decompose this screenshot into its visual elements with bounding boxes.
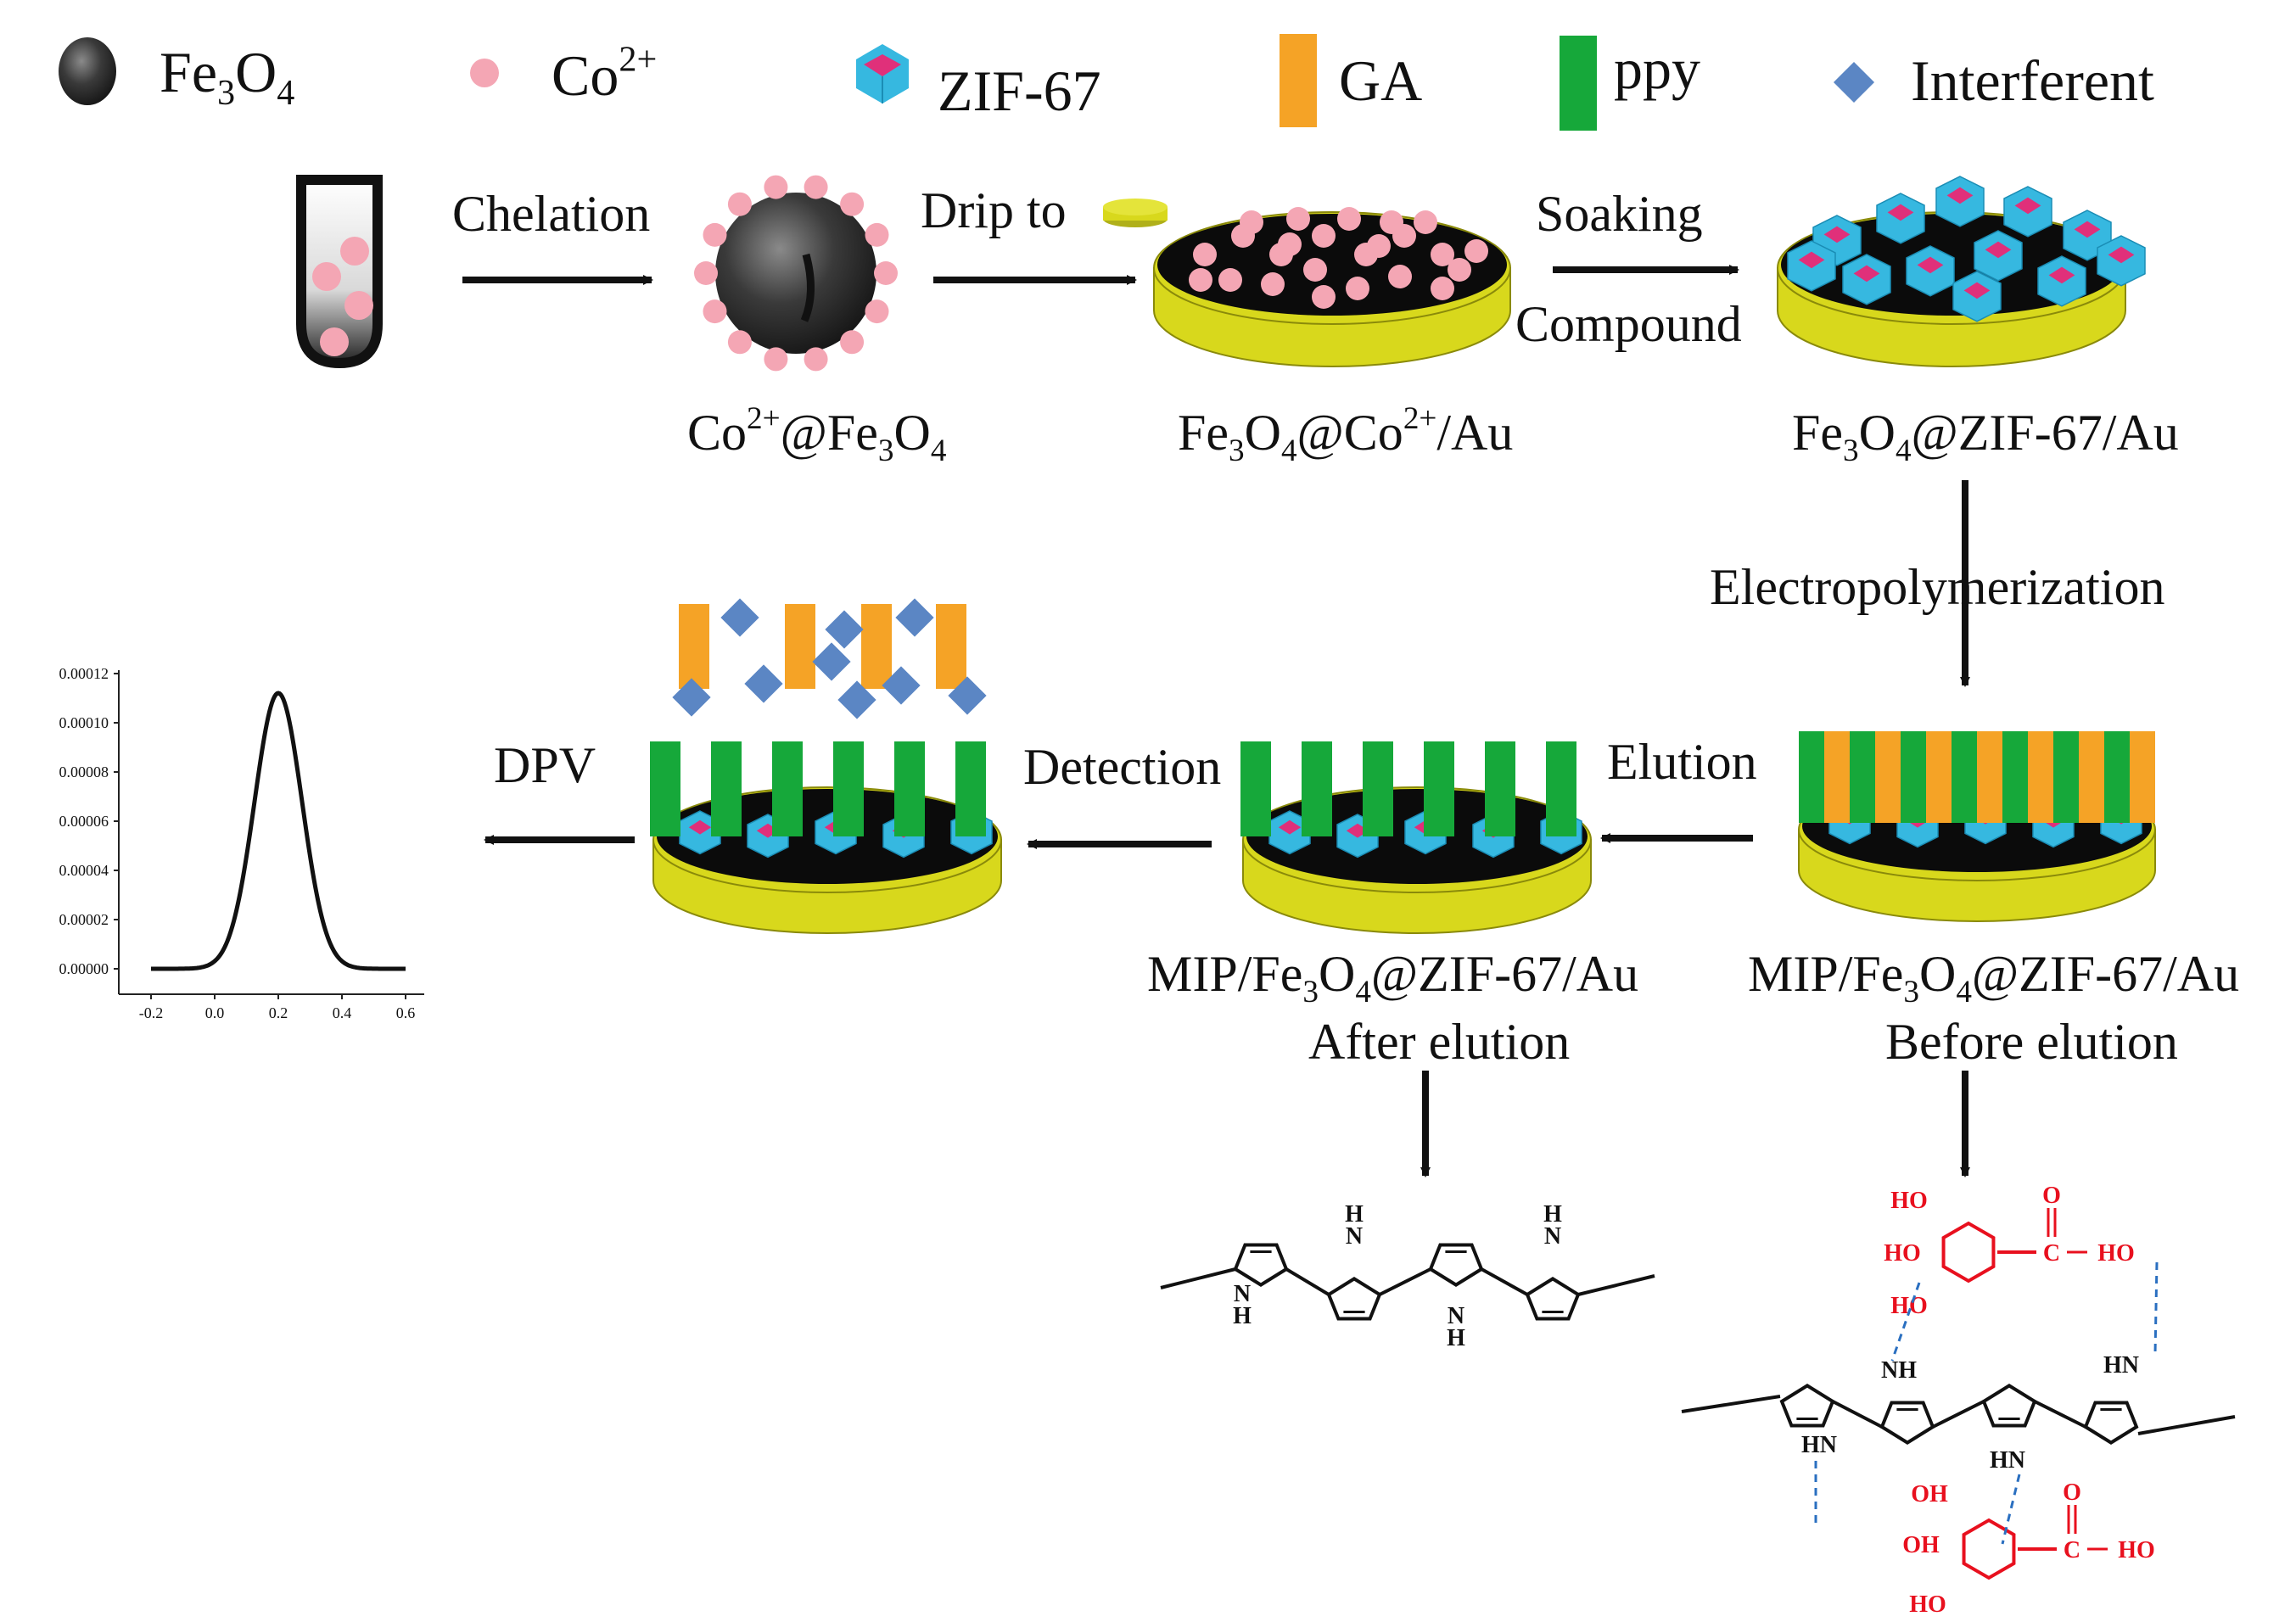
dpv-x-tick-label: 0.2	[269, 1004, 288, 1021]
ga-legend-icon	[1280, 34, 1317, 127]
dpv-y-tick-label: 0.00008	[59, 763, 109, 780]
interferent-legend-icon	[1833, 61, 1875, 103]
zif67-legend-icon	[856, 44, 909, 103]
before-elution-label: Before elution	[1885, 1014, 2178, 1070]
legend: Fe3​O4​ Co2+​ ZIF-67 GA ppy Interferent	[59, 34, 2154, 131]
nitrogen-label: N	[1448, 1303, 1464, 1329]
mip-before-label: MIP/Fe3​O4​@ZIF-67/Au	[1748, 946, 2239, 1010]
carbonyl-oxygen-label: O	[2063, 1479, 2081, 1506]
dpv-peak-curve	[151, 691, 406, 971]
hydroxyl-label: OH	[1911, 1481, 1948, 1507]
electrode-fe3o4-co	[1153, 211, 1511, 367]
mip-after-label: MIP/Fe3​O4​@ZIF-67/Au	[1147, 946, 1638, 1010]
pyrrole-nh-label: HN	[1990, 1447, 2025, 1474]
drip-to-label: Drip to	[921, 182, 1067, 238]
co-ion-legend-icon	[470, 59, 499, 87]
ppy-legend-icon	[1560, 36, 1597, 131]
small-electrode-icon	[1103, 199, 1168, 227]
pyrrole-nh-label: NH	[1881, 1357, 1917, 1384]
chelation-label: Chelation	[452, 186, 650, 242]
polymer-ga-layer-before	[1799, 731, 2155, 823]
pyrrole-nh-label: HN	[1801, 1432, 1837, 1458]
hydroxyl-label: HO	[1890, 1188, 1928, 1214]
dpv-y-tick-label: 0.00010	[59, 714, 109, 731]
dpv-x-tick-label: 0.4	[333, 1004, 352, 1021]
imprinted-polymer-detection	[650, 741, 986, 836]
fe3o4-zif-au-label: Fe3​O4​@ZIF-67/Au	[1792, 405, 2179, 468]
electrode-detection	[652, 786, 1002, 934]
compound-label: Compound	[1515, 296, 1742, 352]
carbonyl-carbon-label: C	[2043, 1240, 2060, 1267]
dpv-y-tick-label: 0.00012	[59, 665, 109, 682]
fe3o4-legend-icon	[59, 37, 116, 105]
dpv-x-tick-label: 0.6	[396, 1004, 416, 1021]
co-fe3o4-particle	[694, 175, 898, 372]
electropolymerization-label: Electropolymerization	[1710, 559, 2164, 615]
nitrogen-hydrogen-label: H	[1233, 1303, 1252, 1329]
dpv-x-tick-label: 0.0	[205, 1004, 225, 1021]
hydroxyl-label: OH	[1902, 1532, 1940, 1558]
carboxyl-hydroxyl-label: HO	[2118, 1537, 2155, 1563]
legend-co-label: Co2+​	[552, 39, 657, 108]
legend-interferent-label: Interferent	[1911, 48, 2154, 113]
dpv-label: DPV	[494, 737, 596, 793]
after-elution-label: After elution	[1308, 1014, 1570, 1070]
pyrrole-nh-label: HN	[2103, 1352, 2139, 1379]
nitrogen-label: N	[1544, 1223, 1561, 1250]
elution-label: Elution	[1607, 734, 1757, 790]
dpv-plot: 0.00000 0.00002 0.00004 0.00006 0.00008 0.000…	[59, 665, 424, 1021]
imprinted-polymer-after	[1240, 741, 1576, 836]
nitrogen-label: N	[1234, 1281, 1251, 1307]
soaking-label: Soaking	[1536, 186, 1703, 242]
legend-ga-label: GA	[1339, 48, 1422, 113]
legend-fe3o4-label: Fe3​O4​	[160, 40, 294, 113]
nitrogen-hydrogen-label: H	[1345, 1201, 1364, 1228]
dpv-y-tick-label: 0.00004	[59, 862, 109, 879]
dpv-y-tick-label: 0.00006	[59, 813, 109, 830]
legend-ppy-label: ppy	[1614, 36, 1700, 101]
nitrogen-hydrogen-label: H	[1447, 1325, 1465, 1351]
ga-and-interferents-above	[672, 598, 987, 719]
dpv-y-tick-label: 0.00000	[59, 960, 109, 977]
hydroxyl-label: HO	[1884, 1240, 1921, 1267]
co-fe3o4-label: Co2+​@Fe3​O4​	[687, 401, 947, 468]
dpv-y-tick-label: 0.00002	[59, 911, 109, 928]
carboxyl-hydroxyl-label: HO	[2097, 1240, 2135, 1267]
hydroxyl-label: HO	[1909, 1591, 1946, 1618]
nitrogen-hydrogen-label: H	[1543, 1201, 1562, 1228]
nitrogen-label: N	[1346, 1223, 1363, 1250]
carbonyl-carbon-label: C	[2064, 1537, 2080, 1563]
legend-zif67-label: ZIF-67	[938, 59, 1101, 123]
fe3o4-co-au-label: Fe3​O4​@Co2+​/Au	[1178, 401, 1513, 468]
detection-label: Detection	[1023, 739, 1221, 795]
electrode-after-elution	[1242, 786, 1592, 934]
dpv-x-tick-label: -0.2	[139, 1004, 164, 1021]
co-ions-on-electrode	[1189, 207, 1488, 309]
zif67-crystals-on-electrode	[1787, 176, 2146, 322]
carbonyl-oxygen-label: O	[2042, 1183, 2061, 1209]
test-tube	[296, 175, 383, 369]
